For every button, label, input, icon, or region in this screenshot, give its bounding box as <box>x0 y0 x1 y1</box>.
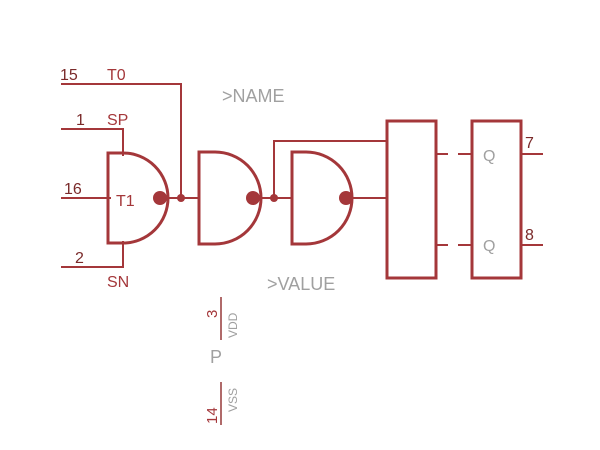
junction-dot-t0 <box>177 194 185 202</box>
pin-label-sn: SN <box>107 274 129 291</box>
wire-t0 <box>61 83 182 199</box>
output-bubble-gate3 <box>339 191 353 205</box>
value-placeholder: >VALUE <box>267 274 335 294</box>
power-label: P <box>210 347 222 367</box>
pin-number-vss: 14 <box>204 407 221 424</box>
pin-number-sp: 1 <box>76 112 85 129</box>
pin-number-q-top: 7 <box>525 135 534 152</box>
output-block <box>470 119 523 280</box>
wire-sp <box>61 128 124 156</box>
input-gate-t1 <box>106 151 170 245</box>
pin-label-vdd: VDD <box>226 312 240 338</box>
pin-number-vdd: 3 <box>204 310 221 318</box>
name-placeholder: >NAME <box>222 86 285 106</box>
pin-label-t1: T1 <box>116 193 135 210</box>
pin-number-t0: 15 <box>60 67 78 84</box>
pin-number-q-bottom: 8 <box>525 227 534 244</box>
output-bubble-gate1 <box>153 191 167 205</box>
pin-number-sn: 2 <box>75 250 84 267</box>
latch-block <box>385 119 438 280</box>
pin-label-vss: VSS <box>226 388 240 412</box>
output-label-q-top: Q <box>483 148 495 165</box>
wire-sn <box>61 241 124 268</box>
pin-label-sp: SP <box>107 112 128 129</box>
pin-number-t1: 16 <box>64 181 82 198</box>
wire-feedback <box>273 140 388 199</box>
output-bubble-gate2 <box>246 191 260 205</box>
nand-gate-2 <box>197 150 263 246</box>
pin-label-t0: T0 <box>107 67 126 84</box>
output-label-q-bottom: Q <box>483 238 495 255</box>
